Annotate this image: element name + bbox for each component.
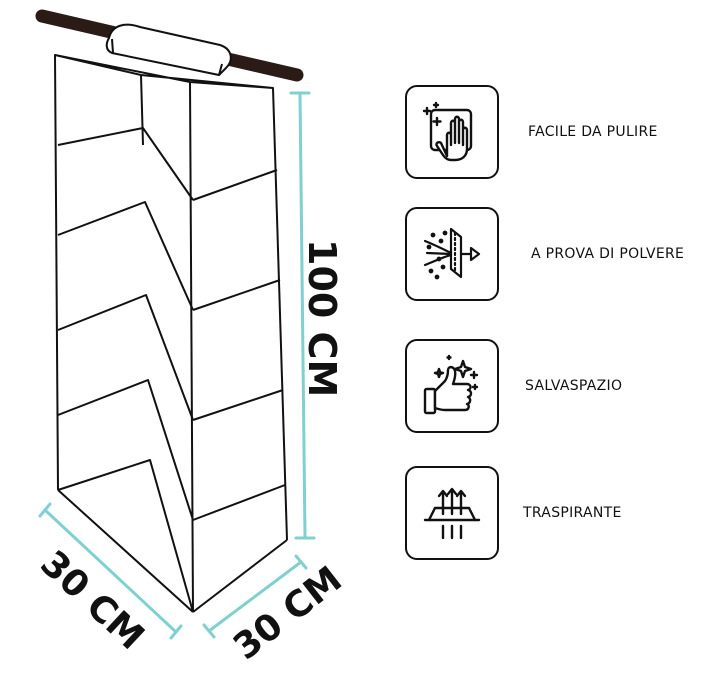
feature-breathable: TRASPIRANTE — [405, 466, 622, 560]
feature-label: A PROVA DI POLVERE — [531, 246, 685, 262]
depth-measure-line — [202, 554, 308, 639]
feature-label: SALVASPAZIO — [525, 378, 623, 394]
feature-easy-clean: FACILE DA PULIRE — [405, 85, 658, 179]
breathable-icon — [405, 466, 499, 560]
thumbs-up-sparkle-icon — [405, 339, 499, 433]
hanging-strap — [105, 23, 232, 77]
dust-proof-icon — [405, 207, 499, 301]
height-measure-line — [289, 91, 316, 540]
organizer-body — [54, 54, 288, 613]
height-label: 100 CM — [300, 239, 344, 398]
feature-space-saving: SALVASPAZIO — [405, 339, 622, 433]
width-measure-line — [38, 502, 183, 640]
feature-label: FACILE DA PULIRE — [528, 124, 658, 140]
feature-label: TRASPIRANTE — [523, 505, 622, 521]
feature-dust-proof: A PROVA DI POLVERE — [405, 207, 684, 301]
wipe-clean-icon — [405, 85, 499, 179]
